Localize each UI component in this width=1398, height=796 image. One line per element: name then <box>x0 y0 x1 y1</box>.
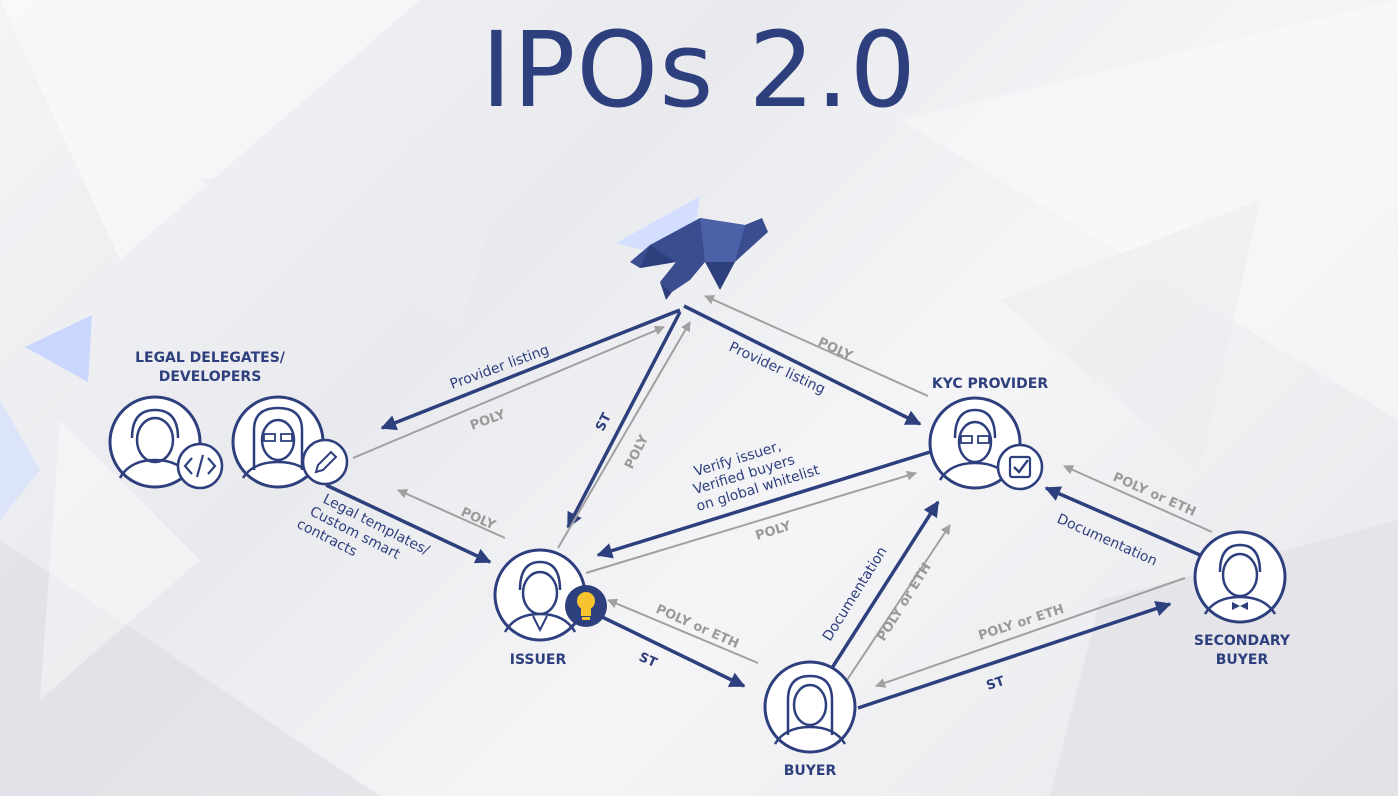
node-issuer: ISSUER <box>493 548 607 668</box>
label-poly-or-eth-secondary-buyer: POLY or ETH <box>977 602 1067 644</box>
kyc-label: KYC PROVIDER <box>932 376 1048 392</box>
arrow-poly-or-eth-secondary-kyc <box>1063 465 1213 533</box>
arrow-poly-kyc <box>704 295 929 397</box>
label-poly-issuer-kyc: POLY <box>754 519 794 544</box>
arrow-poly-or-eth-buyer-kyc <box>846 524 951 681</box>
node-buyer: BUYER <box>763 660 857 779</box>
label-st-center: ST <box>593 411 615 434</box>
arrow-provider-listing-legal <box>380 308 681 431</box>
label-poly-or-eth-buyer-issuer: POLY or ETH <box>653 602 741 652</box>
checkbox-icon <box>996 443 1044 491</box>
node-secondary-buyer: SECONDARY BUYER <box>1193 530 1291 668</box>
label-documentation-secondary: Documentation <box>1054 511 1159 570</box>
arrow-poly-or-eth-buyer-issuer <box>607 598 759 664</box>
arrow-st-issuer-buyer <box>597 613 746 688</box>
arrow-legal-templates <box>325 483 492 564</box>
arrow-provider-listing-kyc <box>683 304 922 426</box>
secondary-label-line1: SECONDARY <box>1194 633 1291 649</box>
issuer-label: ISSUER <box>510 652 567 668</box>
arrow-st-issuer <box>566 311 682 529</box>
buyer-avatar-icon <box>763 660 857 754</box>
label-poly-right: POLY <box>815 335 855 364</box>
decor-triangle <box>25 315 92 382</box>
label-poly-center: POLY <box>622 432 652 472</box>
arrow-verify-issuer <box>596 450 931 559</box>
lightbulb-icon <box>565 585 607 627</box>
buyer-label: BUYER <box>784 763 837 779</box>
page-title: IPOs 2.0 <box>481 9 917 131</box>
arrow-poly-issuer-kyc <box>585 470 917 574</box>
arrow-poly-legal <box>352 325 665 459</box>
label-poly-legal-issuer: POLY <box>458 505 498 534</box>
legal-label-line1: LEGAL DELEGATES/ <box>135 350 286 366</box>
bull-logo-icon <box>630 218 768 300</box>
label-st-issuer-buyer: ST <box>636 650 659 671</box>
arrow-st-buyer-secondary <box>857 601 1172 710</box>
label-poly-left: POLY <box>468 407 508 434</box>
code-icon <box>176 442 224 490</box>
label-st-buyer-secondary: ST <box>985 674 1007 694</box>
arrow-poly-or-eth-secondary-buyer <box>875 577 1186 688</box>
legal-label-line2: DEVELOPERS <box>159 369 262 385</box>
label-poly-or-eth-buyer-kyc: POLY or ETH <box>875 560 935 644</box>
secondary-label-line2: BUYER <box>1216 652 1269 668</box>
secondary-buyer-avatar-icon <box>1193 530 1287 624</box>
arrow-poly-legal-issuer <box>397 489 506 539</box>
node-legal-delegates: LEGAL DELEGATES/ DEVELOPERS <box>108 350 349 490</box>
pencil-icon <box>301 438 349 486</box>
arrow-documentation-secondary <box>1044 486 1201 557</box>
arrow-poly-issuer <box>557 321 691 549</box>
arrow-documentation-buyer <box>830 500 940 669</box>
label-poly-or-eth-secondary-kyc: POLY or ETH <box>1110 470 1198 520</box>
label-verify: Verify issuer, Verified buyers on global… <box>691 438 822 515</box>
node-kyc-provider: KYC PROVIDER <box>928 376 1048 491</box>
